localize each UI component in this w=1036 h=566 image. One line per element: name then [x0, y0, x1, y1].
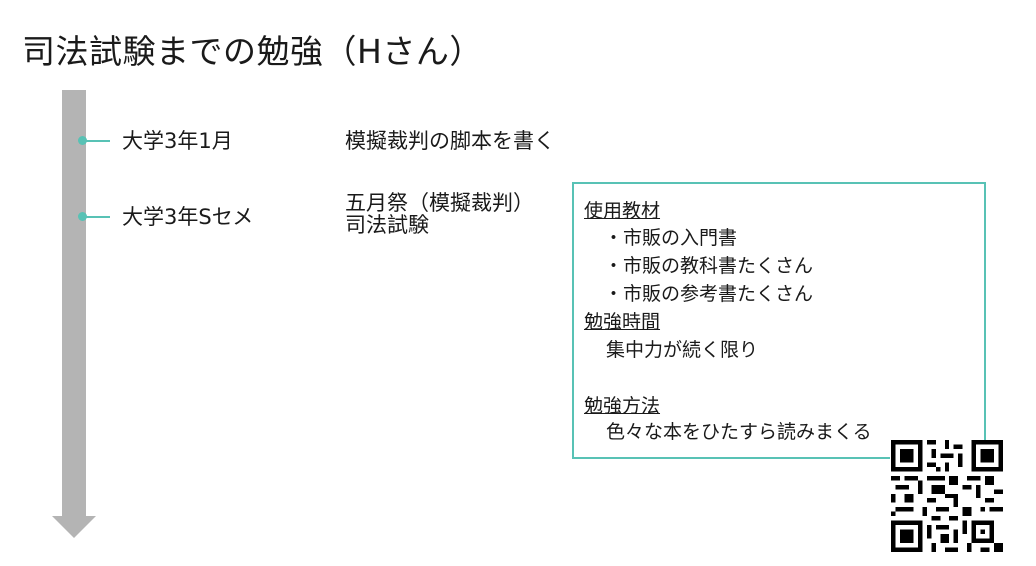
- timeline-event: 五月祭（模擬裁判）: [345, 191, 534, 215]
- timeline-marker-line: [82, 216, 110, 218]
- study-time-text: 集中力が続く限り: [606, 339, 759, 361]
- material-item: ・市販の教科書たくさん: [604, 255, 814, 277]
- material-item: ・市販の入門書: [604, 227, 738, 249]
- timeline-period-label: 大学3年1月: [122, 129, 233, 153]
- timeline-arrow-head: [52, 516, 96, 538]
- study-method-text: 色々な本をひたすら読みまくる: [606, 421, 872, 443]
- qr-code-icon: [890, 440, 1004, 552]
- timeline-marker-line: [82, 140, 110, 142]
- materials-heading: 使用教材: [584, 200, 661, 222]
- timeline-event: 模擬裁判の脚本を書く: [345, 129, 555, 153]
- study-time-heading: 勉強時間: [584, 311, 661, 333]
- timeline-event: 司法試験: [345, 213, 429, 237]
- page-title: 司法試験までの勉強（Hさん）: [22, 32, 483, 71]
- study-method-heading: 勉強方法: [584, 395, 661, 417]
- study-details-box: 使用教材 ・市販の入門書 ・市販の教科書たくさん ・市販の参考書たくさん 勉強時…: [572, 182, 986, 459]
- timeline-arrow-shaft: [62, 90, 86, 518]
- material-item: ・市販の参考書たくさん: [604, 283, 814, 305]
- timeline-period-label: 大学3年Sセメ: [122, 205, 254, 229]
